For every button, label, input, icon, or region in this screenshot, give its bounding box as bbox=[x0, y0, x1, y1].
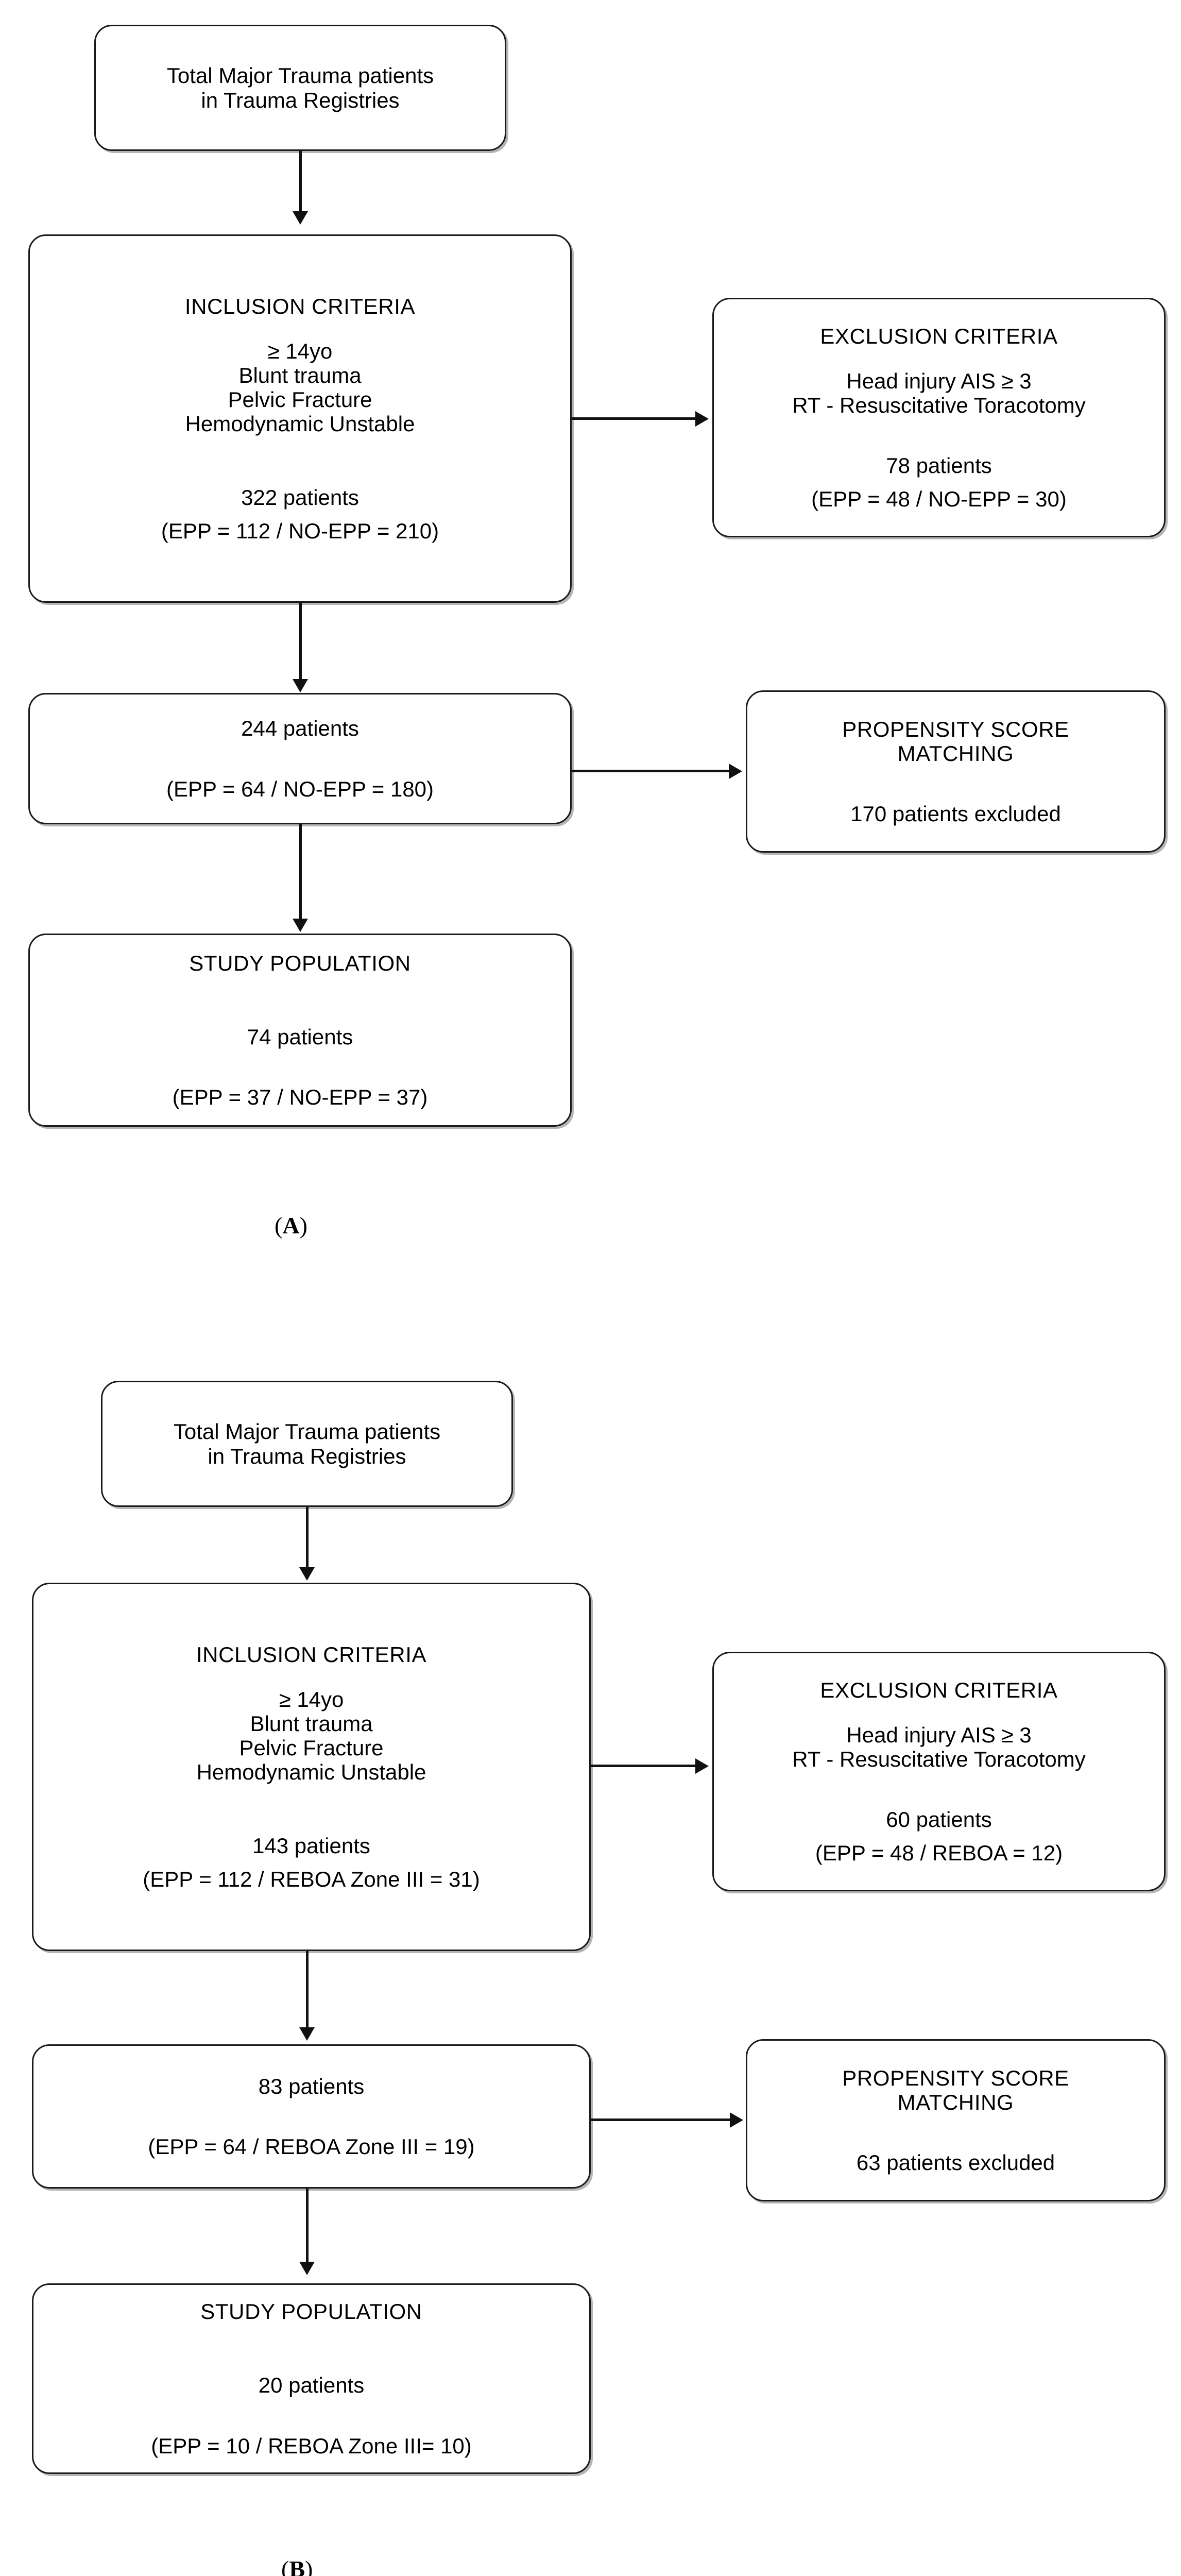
connector-source-to-inclusion-b bbox=[306, 1507, 309, 1570]
panel-a-caption: (A) bbox=[275, 1212, 307, 1239]
box-source-b-line2: in Trauma Registries bbox=[208, 1444, 406, 1468]
panel-b-caption-letter: B bbox=[289, 2556, 305, 2576]
box-study-a: STUDY POPULATION 74 patients (EPP = 37 /… bbox=[28, 934, 572, 1127]
box-exclusion-a-breakdown: (EPP = 48 / NO-EPP = 30) bbox=[811, 487, 1067, 512]
box-remaining-a-count: 244 patients bbox=[241, 716, 359, 741]
box-inclusion-b-criterion-1: ≥ 14yo bbox=[279, 1687, 344, 1711]
panel-b-caption-open: ( bbox=[281, 2556, 289, 2576]
box-study-a-count: 74 patients bbox=[247, 1024, 353, 1049]
arrowhead-remaining-to-matching-b bbox=[730, 2112, 743, 2128]
arrowhead-inclusion-to-remaining-a bbox=[293, 679, 308, 692]
box-source-b: Total Major Trauma patients in Trauma Re… bbox=[101, 1381, 513, 1507]
box-inclusion-b-breakdown: (EPP = 112 / REBOA Zone III = 31) bbox=[143, 1867, 480, 1892]
box-inclusion-b-criterion-2: Blunt trauma bbox=[250, 1711, 373, 1736]
box-study-a-breakdown: (EPP = 37 / NO-EPP = 37) bbox=[172, 1085, 428, 1110]
box-inclusion-b-criterion-4: Hemodynamic Unstable bbox=[196, 1760, 426, 1785]
box-matching-a-excluded: 170 patients excluded bbox=[850, 802, 1061, 826]
box-study-a-title: STUDY POPULATION bbox=[189, 951, 411, 975]
connector-source-to-inclusion-a bbox=[299, 151, 302, 214]
box-inclusion-a-count: 322 patients bbox=[241, 485, 359, 510]
box-remaining-a: 244 patients (EPP = 64 / NO-EPP = 180) bbox=[28, 693, 572, 824]
box-matching-b-title-line2: MATCHING bbox=[897, 2090, 1014, 2114]
arrowhead-remaining-to-study-a bbox=[293, 919, 308, 932]
box-inclusion-a-criterion-1: ≥ 14yo bbox=[267, 338, 333, 363]
panel-a-caption-letter: A bbox=[282, 1212, 300, 1239]
box-exclusion-b: EXCLUSION CRITERIA Head injury AIS ≥ 3 R… bbox=[712, 1652, 1166, 1891]
box-matching-a-title-line2: MATCHING bbox=[897, 741, 1014, 766]
box-exclusion-a-criterion-2: RT - Resuscitative Toracotomy bbox=[792, 393, 1086, 417]
arrowhead-inclusion-to-exclusion-a bbox=[695, 411, 709, 427]
connector-inclusion-to-exclusion-b bbox=[591, 1765, 698, 1767]
arrowhead-inclusion-to-remaining-b bbox=[299, 2027, 315, 2041]
box-inclusion-a-criterion-3: Pelvic Fracture bbox=[228, 387, 372, 412]
box-study-b-count: 20 patients bbox=[258, 2373, 365, 2398]
connector-remaining-to-study-a bbox=[299, 824, 302, 922]
box-remaining-b-count: 83 patients bbox=[258, 2074, 365, 2098]
box-study-b-breakdown: (EPP = 10 / REBOA Zone III= 10) bbox=[151, 2433, 472, 2458]
box-source-a-line1: Total Major Trauma patients bbox=[166, 63, 434, 88]
box-matching-b-excluded: 63 patients excluded bbox=[856, 2150, 1055, 2175]
box-exclusion-a: EXCLUSION CRITERIA Head injury AIS ≥ 3 R… bbox=[712, 298, 1166, 537]
arrowhead-remaining-to-matching-a bbox=[729, 764, 742, 779]
panel-a-caption-close: ) bbox=[299, 1212, 307, 1239]
box-exclusion-b-title: EXCLUSION CRITERIA bbox=[820, 1677, 1058, 1702]
box-exclusion-b-breakdown: (EPP = 48 / REBOA = 12) bbox=[815, 1841, 1063, 1866]
arrowhead-inclusion-to-exclusion-b bbox=[695, 1758, 709, 1774]
connector-remaining-to-matching-a bbox=[572, 770, 731, 772]
box-matching-a: PROPENSITY SCORE MATCHING 170 patients e… bbox=[746, 690, 1166, 853]
box-inclusion-b-criterion-3: Pelvic Fracture bbox=[239, 1735, 384, 1760]
box-source-a-line2: in Trauma Registries bbox=[201, 88, 400, 112]
box-inclusion-a-criterion-2: Blunt trauma bbox=[238, 363, 362, 387]
box-study-b: STUDY POPULATION 20 patients (EPP = 10 /… bbox=[32, 2283, 591, 2474]
box-remaining-b: 83 patients (EPP = 64 / REBOA Zone III =… bbox=[32, 2044, 591, 2189]
box-inclusion-b: INCLUSION CRITERIA ≥ 14yo Blunt trauma P… bbox=[32, 1583, 591, 1951]
arrowhead-source-to-inclusion-a bbox=[293, 211, 308, 225]
box-source-b-line1: Total Major Trauma patients bbox=[173, 1419, 441, 1444]
box-exclusion-a-title: EXCLUSION CRITERIA bbox=[820, 324, 1058, 348]
panel-a-caption-open: ( bbox=[275, 1212, 283, 1239]
connector-inclusion-to-remaining-a bbox=[299, 603, 302, 683]
panel-b-caption: (B) bbox=[281, 2555, 313, 2576]
box-remaining-a-breakdown: (EPP = 64 / NO-EPP = 180) bbox=[166, 776, 434, 801]
box-exclusion-b-count: 60 patients bbox=[886, 1807, 992, 1832]
box-inclusion-a-title: INCLUSION CRITERIA bbox=[184, 294, 416, 318]
box-inclusion-a-criterion-4: Hemodynamic Unstable bbox=[185, 412, 415, 436]
box-source-a: Total Major Trauma patients in Trauma Re… bbox=[94, 25, 506, 151]
connector-inclusion-to-remaining-b bbox=[306, 1951, 309, 2031]
box-matching-a-title-line1: PROPENSITY SCORE bbox=[842, 717, 1069, 741]
box-matching-b-title-line1: PROPENSITY SCORE bbox=[842, 2065, 1069, 2090]
arrowhead-remaining-to-study-b bbox=[299, 2262, 315, 2275]
box-exclusion-b-criterion-2: RT - Resuscitative Toracotomy bbox=[792, 1747, 1086, 1771]
box-inclusion-a: INCLUSION CRITERIA ≥ 14yo Blunt trauma P… bbox=[28, 234, 572, 603]
box-exclusion-a-count: 78 patients bbox=[886, 453, 992, 478]
panel-b-caption-close: ) bbox=[305, 2556, 313, 2576]
connector-inclusion-to-exclusion-a bbox=[572, 417, 698, 420]
box-inclusion-a-breakdown: (EPP = 112 / NO-EPP = 210) bbox=[161, 519, 439, 544]
box-remaining-b-breakdown: (EPP = 64 / REBOA Zone III = 19) bbox=[148, 2134, 475, 2159]
box-exclusion-a-criterion-1: Head injury AIS ≥ 3 bbox=[846, 368, 1032, 393]
box-exclusion-b-criterion-1: Head injury AIS ≥ 3 bbox=[846, 1722, 1032, 1747]
connector-remaining-to-matching-b bbox=[591, 2119, 732, 2121]
box-inclusion-b-count: 143 patients bbox=[252, 1834, 370, 1858]
arrowhead-source-to-inclusion-b bbox=[299, 1567, 315, 1581]
box-matching-b: PROPENSITY SCORE MATCHING 63 patients ex… bbox=[746, 2039, 1166, 2201]
box-inclusion-b-title: INCLUSION CRITERIA bbox=[196, 1642, 427, 1667]
connector-remaining-to-study-b bbox=[306, 2189, 309, 2265]
box-study-b-title: STUDY POPULATION bbox=[200, 2299, 422, 2324]
